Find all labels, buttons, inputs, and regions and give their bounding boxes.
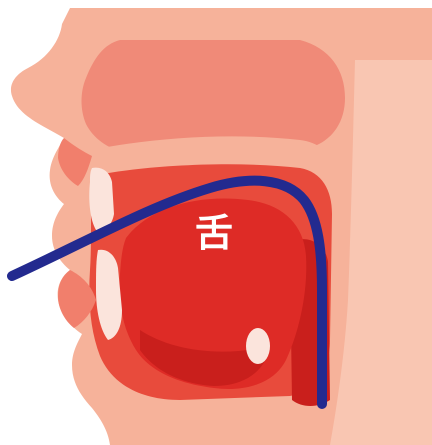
molar-highlight bbox=[246, 328, 270, 364]
tongue-label: 舌 bbox=[184, 214, 244, 252]
upper-teeth bbox=[89, 168, 114, 231]
